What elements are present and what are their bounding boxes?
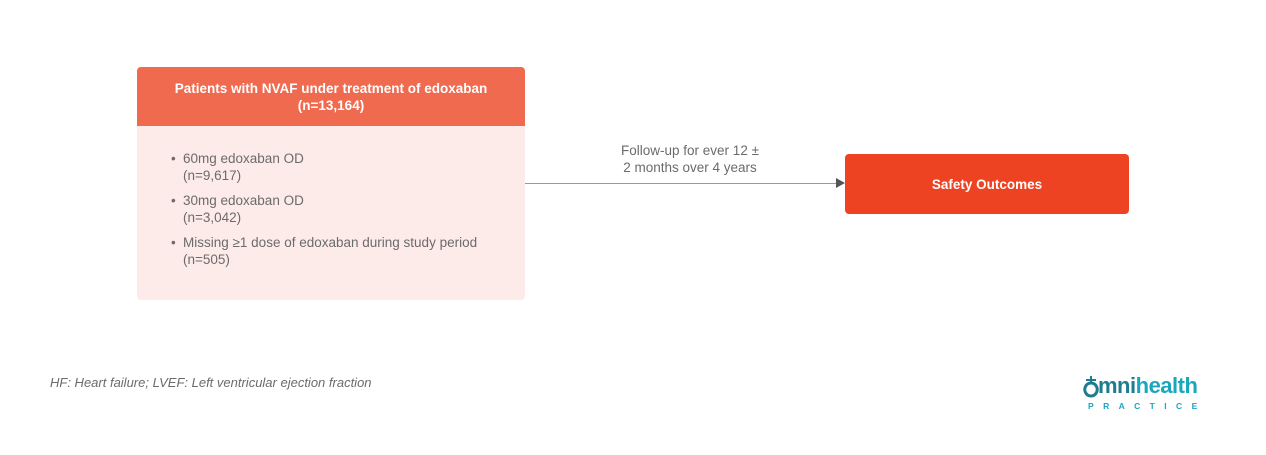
patients-box-title: Patients with NVAF under treatment of ed… [174,81,488,96]
dose-group-count: (n=9,617) [183,167,242,183]
dose-group-count: (n=505) [183,251,230,267]
dose-group-label: 60mg edoxaban OD [183,151,304,166]
patients-box-count: (n=13,164) [297,98,365,113]
followup-label: Follow-up for ever 12 ± 2 months over 4 … [590,142,790,176]
footnote: HF: Heart failure; LVEF: Left ventricula… [50,375,372,390]
dose-group-label: Missing ≥1 dose of edoxaban during study… [183,235,478,250]
logo-wordmark: mnihealth [1098,373,1198,398]
logo-subtitle: PRACTICE [1088,401,1207,411]
logo-wordmark-health: health [1135,373,1198,398]
omnihealth-logo: mnihealth PRACTICE [1083,374,1223,414]
bullet-icon: • [171,235,176,250]
list-item: • 60mg edoxaban OD (n=9,617) [171,151,525,184]
safety-outcomes-label: Safety Outcomes [931,176,1043,192]
bullet-icon: • [171,193,176,208]
dose-group-count: (n=3,042) [183,209,242,225]
dose-group-label: 30mg edoxaban OD [183,193,304,208]
logo-wordmark-omni: mni [1098,373,1136,398]
list-item: • 30mg edoxaban OD (n=3,042) [171,193,525,226]
bullet-icon: • [171,151,176,166]
patients-box-body: • 60mg edoxaban OD (n=9,617) • 30mg edox… [137,126,525,300]
omni-plus-o-icon [1083,376,1099,398]
followup-label-line1: Follow-up for ever 12 ± [621,143,759,158]
followup-label-line2: 2 months over 4 years [623,160,757,175]
safety-outcomes-box: Safety Outcomes [845,154,1129,214]
arrow-head-icon [836,178,845,188]
list-item: • Missing ≥1 dose of edoxaban during stu… [171,235,525,268]
patients-box-header: Patients with NVAF under treatment of ed… [137,67,525,126]
connector-line [525,183,838,184]
